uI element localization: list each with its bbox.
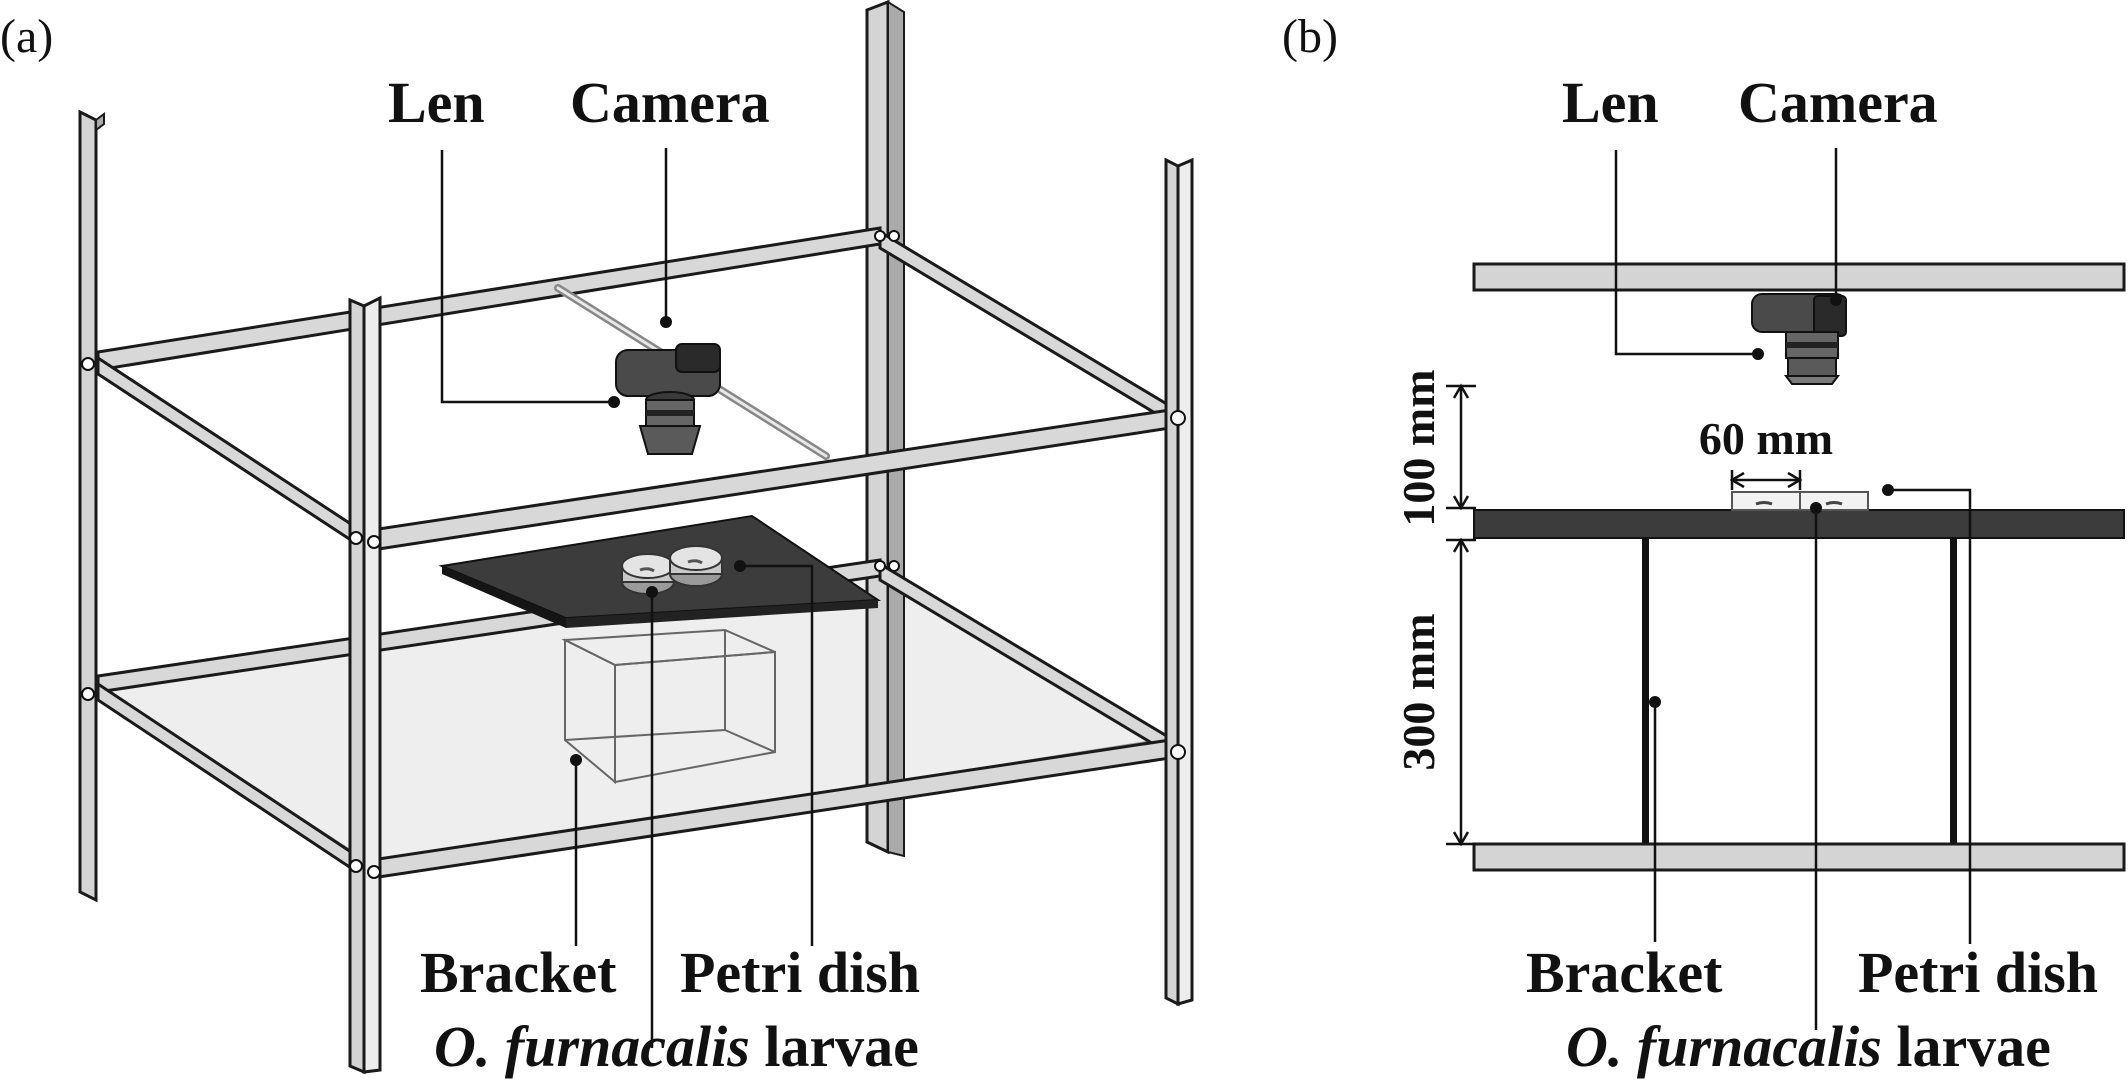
- front-right-post: [1164, 157, 1194, 1007]
- camera-b: [1751, 293, 1847, 385]
- leaders-b: [1614, 148, 1972, 1030]
- bracket-leg-right-b: [1950, 538, 1957, 844]
- back-right-post: [865, 0, 905, 858]
- bottom-beam-b: [1472, 842, 2126, 872]
- back-left-post: [78, 109, 105, 903]
- dish-width-dimension: 60 mm: [1699, 413, 1833, 464]
- bracket-box: [561, 628, 776, 785]
- petri-dish-label-a: Petri dish: [680, 940, 920, 1005]
- len-label-b: Len: [1562, 70, 1659, 135]
- bracket-height-dimension: 300 mm: [1393, 613, 1444, 770]
- panel-a-label: (a): [0, 10, 53, 63]
- larvae-label-a: O. furnacalis larvae: [434, 1014, 919, 1079]
- frame-bolts: [81, 230, 1186, 879]
- bracket-label-b: Bracket: [1526, 940, 1723, 1005]
- top-beam-b: [1472, 262, 2126, 292]
- camera-label-b: Camera: [1738, 70, 1938, 135]
- panel-b: (b): [1282, 10, 2126, 1079]
- dimension-lines: [1446, 383, 1803, 847]
- larvae-species-b: O. furnacalis: [1566, 1014, 1882, 1079]
- larvae-word-a: larvae: [764, 1014, 919, 1079]
- platform-b: [1473, 509, 2125, 539]
- leaders-a: [440, 148, 814, 1048]
- upper-right-beam: [878, 229, 1172, 425]
- panel-a: (a): [0, 0, 1194, 1079]
- petri-dishes: [621, 545, 723, 595]
- camera-a: [615, 343, 721, 455]
- bracket-leg-left-b: [1642, 538, 1649, 844]
- camera-height-dimension: 100 mm: [1393, 369, 1444, 526]
- larvae-word-b: larvae: [1896, 1014, 2051, 1079]
- len-label-a: Len: [388, 70, 485, 135]
- larvae-species-a: O. furnacalis: [434, 1014, 750, 1079]
- camera-label-a: Camera: [570, 70, 770, 135]
- upper-back-beam: [96, 226, 882, 372]
- petri-dishes-b: [1731, 491, 1869, 511]
- bracket-label-a: Bracket: [420, 940, 617, 1005]
- upper-left-beam: [96, 355, 362, 549]
- front-left-post: [348, 295, 382, 1075]
- larvae-label-b: O. furnacalis larvae: [1566, 1014, 2051, 1079]
- petri-dish-label-b: Petri dish: [1858, 940, 2098, 1005]
- panel-b-label: (b): [1282, 10, 1338, 63]
